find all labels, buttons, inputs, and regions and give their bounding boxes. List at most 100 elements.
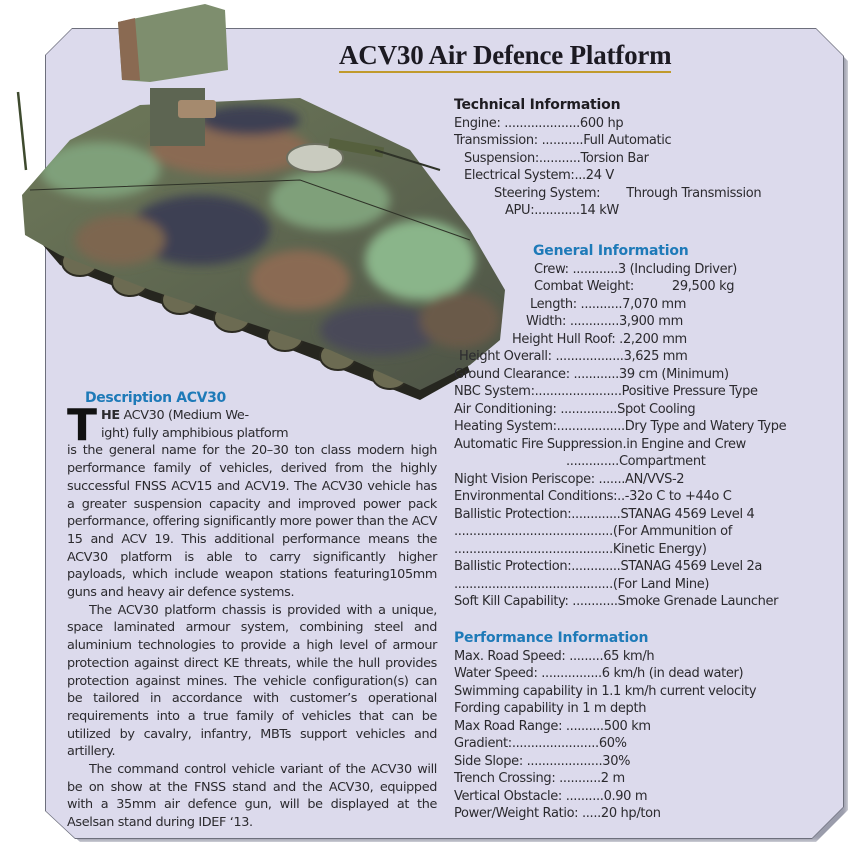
- spec-row: Electrical System:...24 V: [454, 167, 761, 185]
- spec-row: ........................................…: [454, 523, 786, 541]
- spec-label: ........................................…: [454, 524, 613, 539]
- description-article: Description ACV30 T HE ACV30 (Medium We-…: [67, 389, 437, 832]
- spec-row: Crew: ............3 (Including Driver): [454, 261, 786, 279]
- spec-label: Engine: ....................: [454, 115, 580, 131]
- spec-label: Height Hull Roof: .: [512, 331, 623, 347]
- spec-label: Trench Crossing: ...........: [454, 771, 601, 786]
- spec-value: 3,625 mm: [623, 349, 688, 364]
- spec-row: Vertical Obstacle: ..........0.90 m: [454, 788, 756, 806]
- spec-label: Soft Kill Capability: ............: [454, 594, 618, 609]
- spec-value: 24 V: [585, 168, 615, 183]
- spec-label: APU:............: [505, 203, 580, 218]
- lead-line-2: ight) fully amphibious platform: [101, 425, 289, 441]
- spec-row: NBC System:.......................Positi…: [454, 383, 786, 401]
- spec-row: Water Speed: ................6 km/h (in …: [454, 665, 756, 683]
- spec-label: ..............: [566, 454, 619, 469]
- spec-label: Environmental Conditions:..: [454, 489, 625, 504]
- spec-value: 29,500 kg: [671, 279, 735, 294]
- spec-row: Heating System:..................Dry Typ…: [454, 418, 787, 436]
- spec-row: ........................................…: [454, 541, 786, 559]
- spec-value: 500 km: [603, 718, 651, 734]
- spec-value: 3,900 mm: [619, 314, 683, 329]
- spec-value: Compartment: [618, 454, 706, 469]
- spec-label: Length: ...........: [530, 296, 623, 312]
- spec-label: NBC System:.......................: [454, 384, 622, 399]
- technical-heading: Technical Information: [454, 97, 621, 113]
- spec-label: Fording capability in 1 m depth: [454, 701, 647, 716]
- spec-row: Max Road Range: ..........500 km: [454, 718, 756, 736]
- spec-label: Water Speed: ................: [454, 666, 602, 681]
- spec-row: Side Slope: ....................30%: [454, 753, 756, 771]
- spec-value: STANAG 4569 Level 4: [620, 506, 755, 522]
- spec-label: Height Overall: ..................: [459, 349, 624, 364]
- spec-label: Vertical Obstacle: ..........: [454, 788, 604, 804]
- performance-heading: Performance Information: [454, 630, 649, 646]
- spec-row: APU:............14 kW: [454, 202, 761, 220]
- paragraph-2: The ACV30 platform chassis is provided w…: [67, 602, 437, 760]
- lead-text: ACV30 (Medium We-: [119, 408, 249, 423]
- spec-value: 20 hp/ton: [600, 806, 661, 821]
- spec-label: Swimming capability in 1.1 km/h current …: [454, 683, 757, 699]
- spec-label: Width: .............: [526, 314, 620, 329]
- spec-label: Air Conditioning: ...............: [454, 401, 618, 417]
- spec-label: Ballistic Protection:.............: [454, 559, 621, 574]
- spec-value: Dry Type and Watery Type: [624, 419, 787, 434]
- spec-row: Air Conditioning: ...............Spot Co…: [454, 401, 786, 419]
- spec-label: Power/Weight Ratio: .....: [454, 806, 601, 821]
- description-heading: Description ACV30: [85, 390, 226, 406]
- spec-value: -32o C to +44o C: [624, 489, 732, 504]
- spec-value: 2,200 mm: [622, 331, 687, 347]
- spec-label: Transmission: ...........: [454, 133, 584, 148]
- technical-info: Technical Information Engine: ..........…: [454, 97, 762, 220]
- spec-row: Transmission: ...........Full Automatic: [454, 132, 761, 150]
- spec-row: Gradient:.......................60%: [454, 735, 756, 753]
- lead-lines: T HE ACV30 (Medium We- ight) fully amphi…: [67, 400, 437, 451]
- spec-row: Combat Weight:29,500 kg: [454, 278, 786, 296]
- spec-row: Ground Clearance: ............39 cm (Min…: [454, 366, 786, 384]
- spec-label: Electrical System:...: [464, 168, 586, 183]
- spec-label: Max Road Range: ..........: [454, 718, 604, 734]
- spec-value: 6 km/h (in dead water): [601, 666, 744, 681]
- spec-row: Height Overall: ..................3,625 …: [454, 348, 786, 366]
- spec-label: Night Vision Periscope: .......: [454, 471, 626, 487]
- drop-cap: T: [67, 400, 97, 451]
- spec-value: Kinetic Energy): [612, 541, 707, 557]
- spec-label: Ground Clearance: ............: [454, 366, 619, 382]
- spec-row: Power/Weight Ratio: .....20 hp/ton: [454, 805, 756, 823]
- spec-row: Width: .............3,900 mm: [454, 313, 786, 331]
- spec-row: Swimming capability in 1.1 km/h current …: [454, 683, 757, 701]
- spec-row: Environmental Conditions:..-32o C to +44…: [454, 488, 786, 506]
- spec-value: Smoke Grenade Launcher: [617, 594, 779, 609]
- spec-value: 39 cm (Minimum): [618, 366, 729, 382]
- spec-value: in Engine and Crew: [626, 436, 746, 452]
- spec-label: Heating System:..................: [454, 419, 625, 434]
- spec-value: 0.90 m: [603, 788, 648, 804]
- spec-row: Suspension:...........Torsion Bar: [454, 150, 761, 168]
- spec-label: Crew: ............: [534, 261, 618, 277]
- spec-value: Torsion Bar: [580, 150, 649, 166]
- spec-value: 2 m: [600, 771, 625, 786]
- spec-value: 60%: [598, 736, 627, 751]
- spec-row: Length: ...........7,070 mm: [454, 296, 786, 314]
- spec-row: Soft Kill Capability: ............Smoke …: [454, 593, 786, 611]
- spec-label: Steering System:: [494, 185, 601, 201]
- spec-row: Ballistic Protection:.............STANAG…: [454, 506, 786, 524]
- antenna-icon: [16, 91, 28, 171]
- spec-row: Fording capability in 1 m depth: [454, 700, 756, 718]
- spec-row: Max. Road Speed: .........65 km/h: [454, 648, 756, 666]
- spec-value: AN/VVS-2: [625, 471, 685, 487]
- spec-row: Automatic Fire Suppression.in Engine and…: [454, 436, 786, 454]
- spec-label: Side Slope: ....................: [454, 753, 603, 769]
- spec-row: Engine: ....................600 hp: [454, 115, 761, 133]
- spec-value: (For Land Mine): [612, 576, 710, 592]
- general-heading: General Information: [533, 243, 689, 259]
- spec-value: 7,070 mm: [622, 296, 687, 312]
- spec-value: 600 hp: [579, 115, 624, 131]
- page-title: ACV30 Air Defence Platform: [339, 40, 672, 73]
- spec-label: ........................................…: [454, 541, 613, 557]
- spec-value: Positive Pressure Type: [621, 384, 758, 399]
- paragraph-3: The command control vehicle variant of t…: [67, 762, 437, 831]
- spec-row: Night Vision Periscope: .......AN/VVS-2: [454, 471, 786, 489]
- spec-row: Ballistic Protection:.............STANAG…: [454, 558, 786, 576]
- spec-label: ........................................…: [454, 576, 613, 592]
